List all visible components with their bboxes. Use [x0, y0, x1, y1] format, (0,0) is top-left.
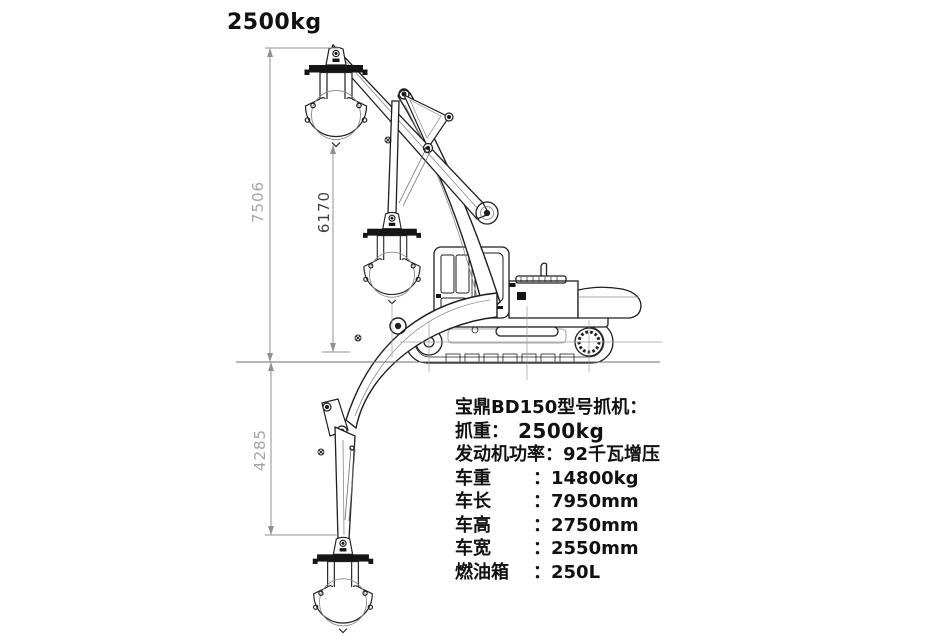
- grab-claw-mid: [362, 211, 422, 305]
- centerlines: [391, 302, 662, 380]
- counterweight: [577, 286, 642, 319]
- spec-row-vehicle-length: 车长 ：7950mm: [455, 491, 639, 512]
- spec-title: 宝鼎BD150型号抓机：: [455, 397, 648, 418]
- spec-row-engine-power: 发动机功率： 92千瓦增压: [455, 444, 661, 465]
- boom-raised: [397, 88, 501, 310]
- load-capacity-label: 2500kg: [227, 10, 322, 35]
- spec-row-grab-weight: 抓重： 2500kg: [455, 418, 605, 443]
- spec-row-vehicle-width: 车宽 ：2550mm: [455, 538, 639, 559]
- grab-claw-top: [303, 46, 369, 148]
- dim-label-below-depth: 4285: [251, 429, 269, 471]
- dim-label-inner-height: 6170: [315, 191, 333, 233]
- spec-panel: 宝鼎BD150型号抓机： 抓重： 2500kg 发动机功率： 92千瓦增压 车重…: [455, 396, 660, 584]
- grab-claw-bottom: [312, 536, 374, 634]
- boom-lowered: [345, 292, 498, 430]
- bolt-markers: [317, 136, 392, 456]
- dimension-arrows: [267, 48, 336, 535]
- dim-label-overall-height: 7506: [249, 181, 267, 223]
- spec-row-fuel-tank: 燃油箱 ：250L: [455, 561, 601, 583]
- engine-housing: [508, 262, 579, 319]
- stick-lowered: [334, 425, 356, 540]
- spec-row-vehicle-height: 车高 ：2750mm: [455, 514, 639, 536]
- dimension-lines: [265, 47, 350, 536]
- spec-row-vehicle-weight: 车重 ：14800kg: [455, 467, 639, 489]
